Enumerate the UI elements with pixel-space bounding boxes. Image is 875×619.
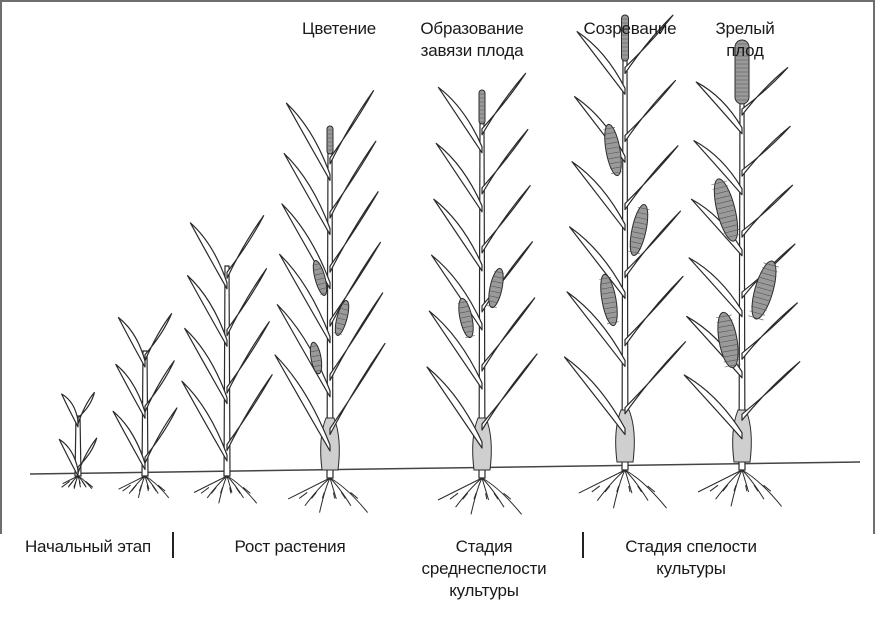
leaf [482, 73, 526, 134]
roots [62, 476, 93, 489]
label-mid-ripeness-phase: Стадия среднеспелости культуры [404, 536, 564, 602]
leaf [188, 276, 227, 347]
leaf [118, 318, 145, 368]
separator-2 [582, 532, 584, 558]
corn-cob [333, 299, 352, 336]
leaf [482, 298, 535, 371]
tassel [327, 126, 333, 154]
leaf [434, 199, 482, 271]
label-growth-phase: Рост растения [208, 536, 372, 558]
leaf [625, 276, 683, 345]
leaf [330, 91, 374, 164]
leaf [116, 364, 145, 418]
roots [119, 476, 169, 498]
tassel [479, 90, 485, 124]
plant-fruit-set [427, 73, 537, 514]
leaf [577, 32, 625, 95]
leaf [145, 314, 172, 361]
leaf [482, 130, 528, 194]
plant-flowering [275, 91, 385, 513]
label-mature-fruit: Зрелый плод [700, 18, 790, 62]
label-ripeness-phase: Стадия спелости культуры [596, 536, 786, 580]
leaf [427, 367, 482, 448]
leaf [190, 223, 227, 289]
corn-cob [456, 297, 476, 339]
leaf [227, 269, 266, 336]
roots [698, 470, 782, 506]
leaf [565, 357, 626, 435]
corn-cob [714, 311, 741, 369]
plant-growth [182, 216, 272, 504]
leaf [482, 354, 537, 430]
leaf [113, 411, 145, 469]
roots [438, 478, 522, 514]
leaf [684, 375, 742, 439]
leaf [330, 293, 383, 380]
ground-line [30, 462, 860, 474]
leaf [625, 342, 686, 414]
plant-early-growth [113, 314, 177, 498]
leaf [227, 216, 264, 279]
label-fruit-set: Образование завязи плода [402, 18, 542, 62]
leaf [436, 143, 482, 212]
plant-mature [684, 40, 800, 506]
leaf [432, 255, 482, 330]
leaf [145, 361, 174, 412]
leaf [145, 408, 177, 463]
separator-1 [172, 532, 174, 558]
corn-cob [486, 267, 506, 309]
roots [579, 470, 667, 508]
leaf [570, 227, 625, 299]
leaf [62, 394, 78, 427]
roots [288, 478, 367, 513]
label-flowering: Цветение [284, 18, 394, 40]
plant-initial-stage [59, 393, 96, 489]
leaf [227, 375, 272, 451]
leaf [689, 258, 742, 317]
plant-ripening [565, 15, 686, 508]
leaf [482, 186, 530, 253]
label-initial-phase: Начальный этап [6, 536, 170, 558]
leaf [742, 362, 800, 421]
leaf [742, 185, 793, 237]
leaf [625, 146, 678, 210]
leaf [227, 322, 269, 393]
corn-cob [747, 259, 781, 322]
label-ripening: Созревание [568, 18, 692, 40]
leaf [742, 126, 790, 176]
leaf [438, 87, 482, 152]
corn-cob [308, 341, 323, 374]
roots [194, 476, 257, 503]
leaf [625, 81, 675, 142]
leaf [182, 381, 227, 461]
leaf [330, 344, 385, 435]
